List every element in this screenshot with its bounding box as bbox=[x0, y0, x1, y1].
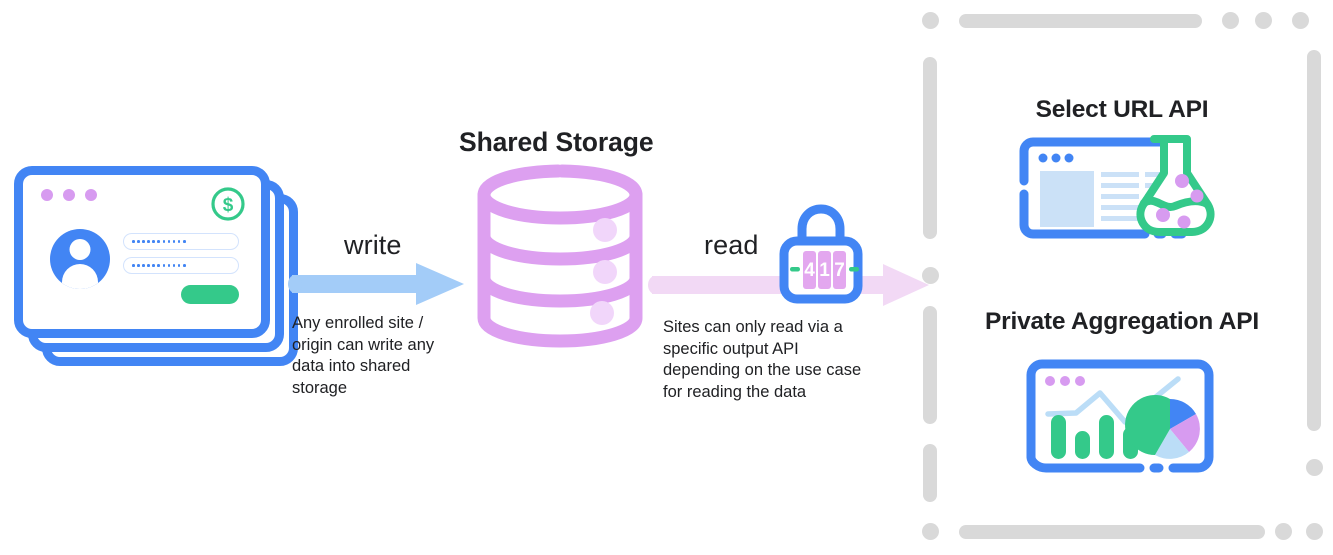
private-aggregation-api-title: Private Aggregation API bbox=[984, 308, 1260, 335]
panel-border-right-dot-1 bbox=[1306, 459, 1323, 476]
panel-border-left-segment-2 bbox=[923, 306, 937, 424]
password-field-1[interactable] bbox=[123, 233, 239, 250]
svg-text:4: 4 bbox=[804, 260, 815, 281]
window-dots-icon bbox=[41, 189, 97, 201]
browser-window-with-flask-icon bbox=[1012, 133, 1227, 253]
user-avatar-icon bbox=[50, 229, 110, 289]
panel-border-bottom-dot-2 bbox=[1306, 523, 1323, 540]
read-label: read bbox=[704, 230, 759, 260]
password-field-2[interactable] bbox=[123, 257, 239, 274]
panel-border-top-dot-2 bbox=[1255, 12, 1272, 29]
panel-border-top-dot-left bbox=[922, 12, 939, 29]
browser-window-with-charts-icon bbox=[1024, 357, 1220, 486]
read-caption: Sites can only read via a specific outpu… bbox=[663, 318, 862, 401]
submit-button[interactable] bbox=[181, 285, 239, 304]
panel-border-bottom-dot-1 bbox=[1275, 523, 1292, 540]
database-cylinder-icon bbox=[470, 163, 650, 358]
combination-padlock-icon: 4 1 7 bbox=[777, 203, 865, 310]
panel-border-top-segment bbox=[959, 14, 1202, 28]
panel-border-left-dot-1 bbox=[922, 267, 939, 284]
write-caption: Any enrolled site / origin can write any… bbox=[292, 314, 435, 397]
stacked-login-window-icon: $ bbox=[14, 166, 304, 366]
panel-border-top-dot-1 bbox=[1222, 12, 1239, 29]
write-label: write bbox=[344, 230, 402, 260]
panel-border-bottom-dot-left bbox=[922, 523, 939, 540]
panel-border-right-segment-1 bbox=[1307, 50, 1321, 431]
dollar-circle-icon: $ bbox=[209, 185, 247, 223]
login-card-layer-front: $ bbox=[14, 166, 270, 338]
write-arrow-right-icon bbox=[288, 263, 464, 305]
output-apis-panel: Select URL API Private Aggregation API bbox=[922, 12, 1323, 540]
panel-border-top-dot-3 bbox=[1292, 12, 1309, 29]
select-url-api-title: Select URL API bbox=[1035, 96, 1209, 123]
svg-text:7: 7 bbox=[834, 260, 845, 281]
panel-border-left-segment-3 bbox=[923, 444, 937, 502]
panel-border-left-segment-1 bbox=[923, 57, 937, 239]
svg-text:$: $ bbox=[223, 195, 234, 216]
panel-border-bottom-segment bbox=[959, 525, 1265, 539]
shared-storage-title: Shared Storage bbox=[459, 127, 654, 157]
svg-text:1: 1 bbox=[819, 260, 830, 281]
